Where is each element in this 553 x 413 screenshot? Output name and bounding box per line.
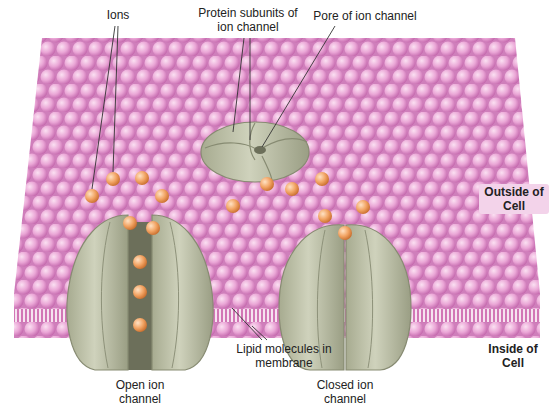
label: Pore of ion channel	[300, 9, 430, 23]
label: Outside of Cell	[479, 184, 549, 214]
label: Inside of Cell	[480, 342, 546, 370]
label: Open ion channel	[100, 378, 180, 406]
label: Closed ion channel	[303, 378, 387, 406]
label: Ions	[96, 8, 140, 22]
label: Lipid molecules in membrane	[222, 342, 346, 370]
open-channel	[67, 215, 213, 370]
leader-lines	[92, 26, 335, 340]
top-view-channel	[201, 122, 309, 182]
ions	[85, 171, 370, 332]
label: Protein subunits of ion channel	[192, 6, 304, 34]
